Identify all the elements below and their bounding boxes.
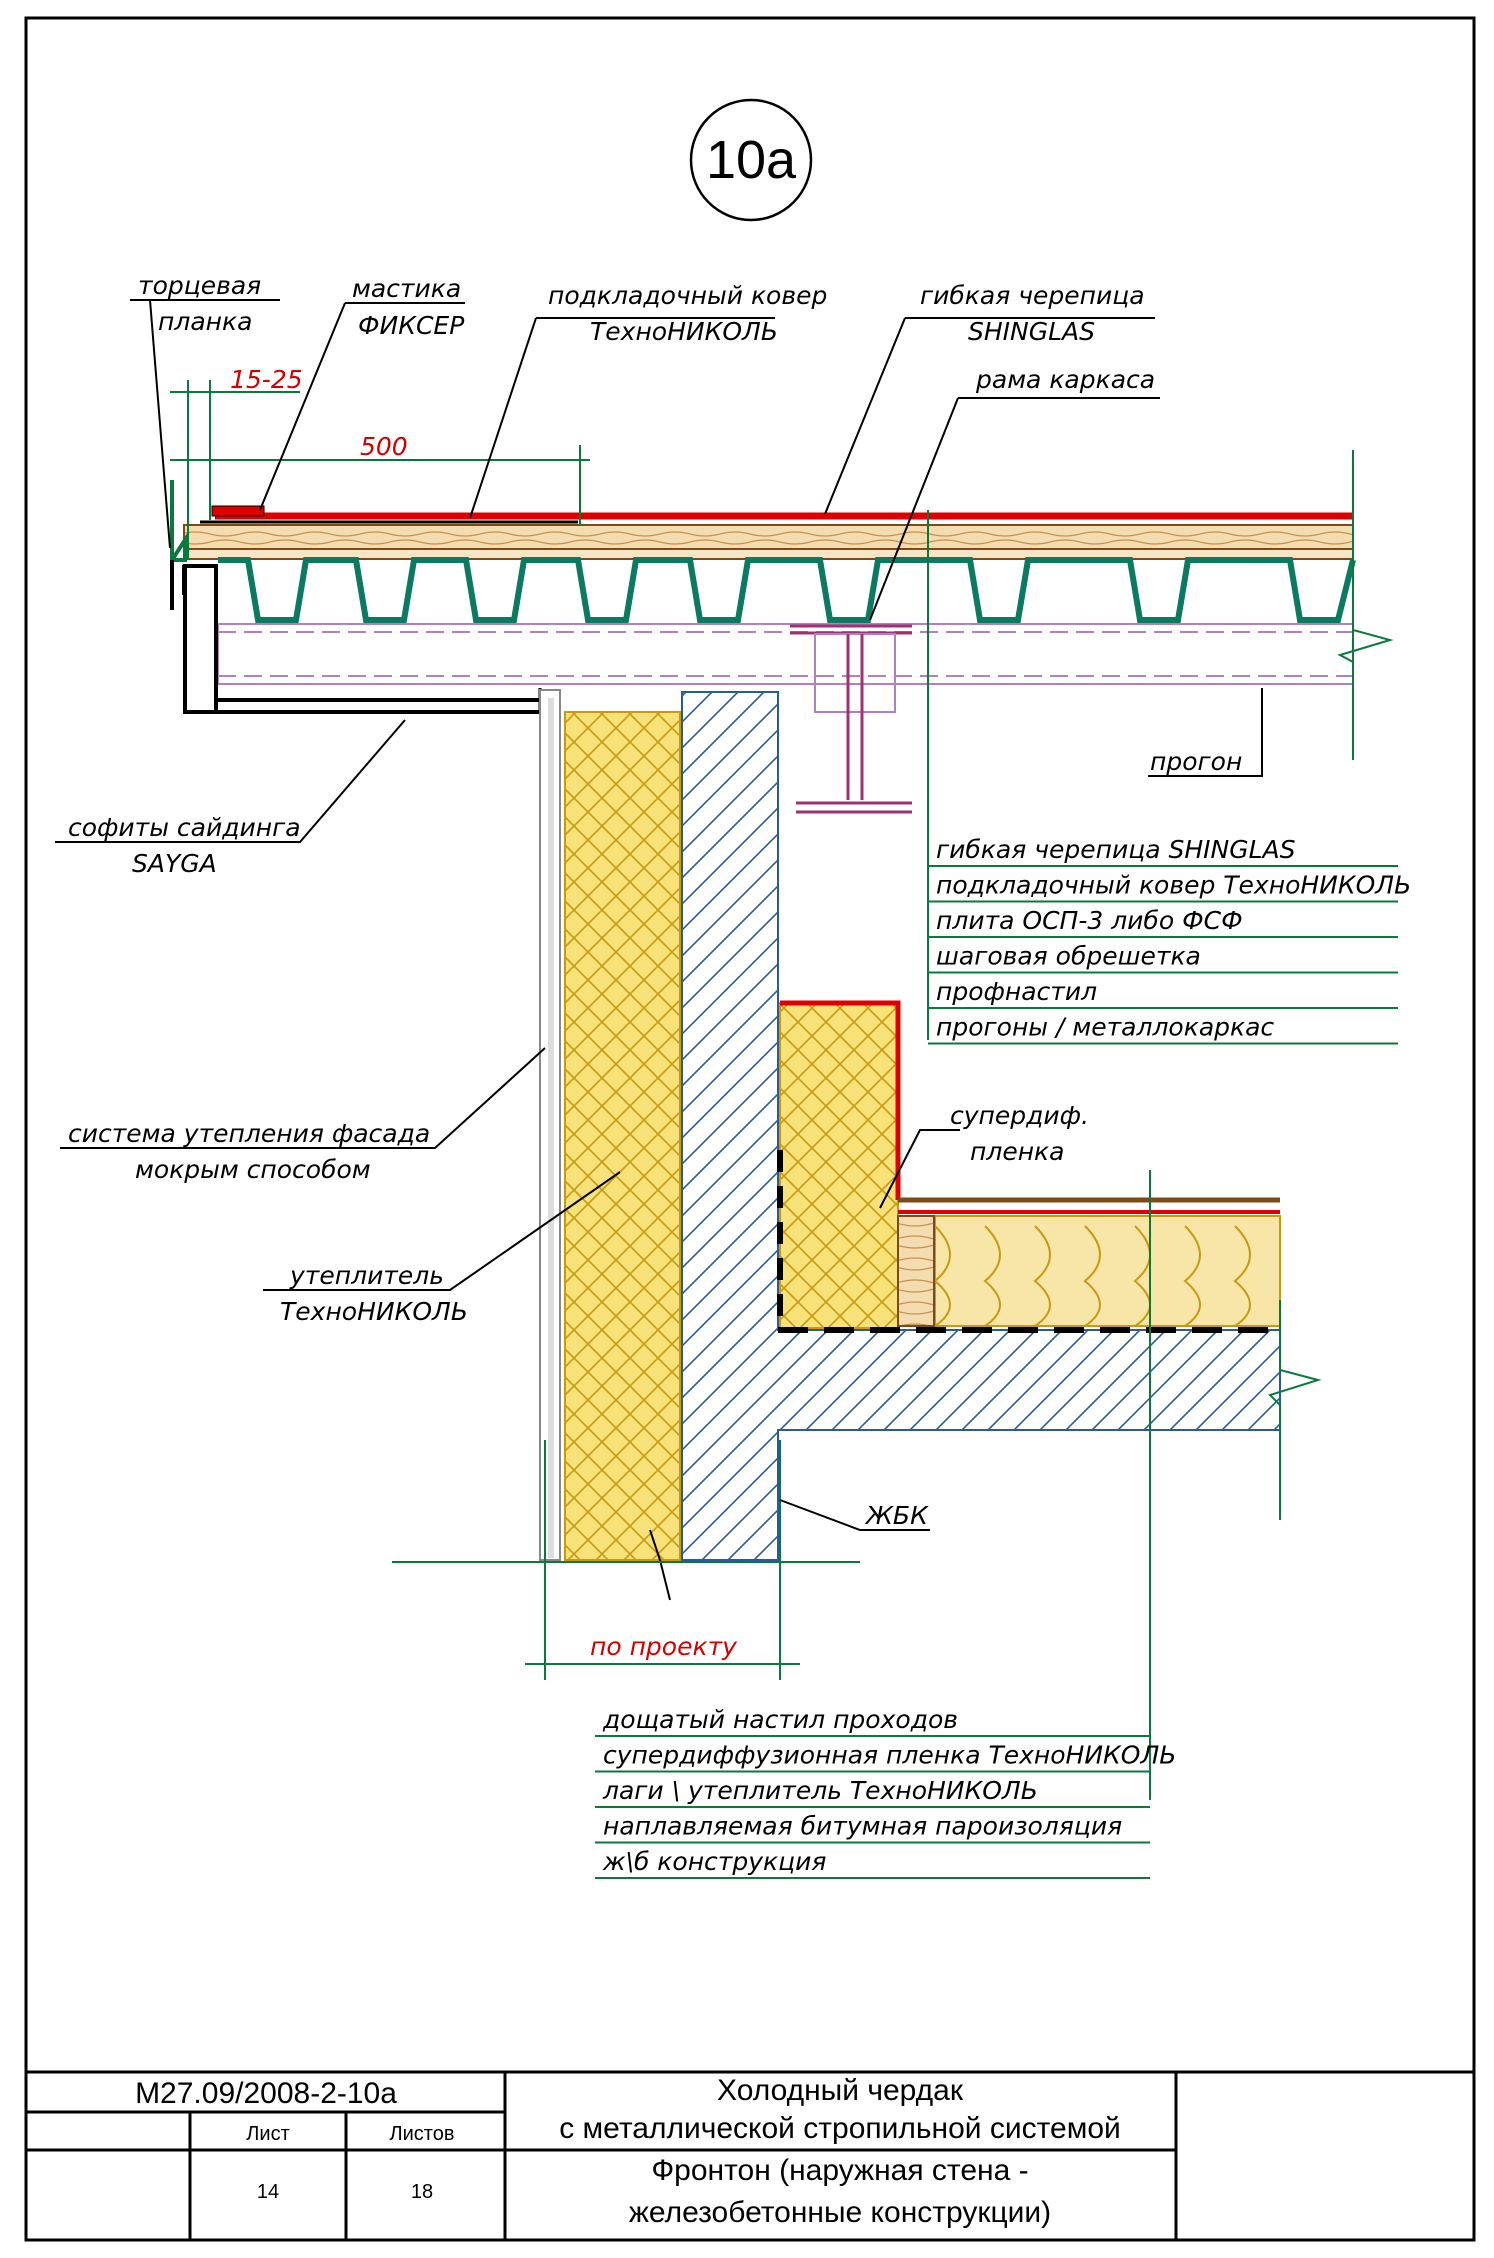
floor-layer-2: супердиффузионная пленка ТехноНИКОЛЬ bbox=[603, 1741, 1176, 1770]
floor-layer-5: ж\б конструкция bbox=[602, 1847, 826, 1876]
dim-overhang: 15-25 bbox=[230, 365, 303, 394]
label-insulation-2: ТехноНИКОЛЬ bbox=[280, 1297, 468, 1326]
label-superdiff-2: пленка bbox=[970, 1137, 1064, 1166]
label-concrete: ЖБК bbox=[864, 1501, 929, 1530]
label-facade-2: мокрым способом bbox=[135, 1155, 371, 1184]
label-shingles-1: гибкая черепица bbox=[920, 281, 1145, 310]
callout-facade-system: система утепления фасада мокрым способом bbox=[68, 1119, 430, 1184]
label-insulation-1: утеплитель bbox=[289, 1261, 444, 1290]
title-line-2: с металлической стропильной системой bbox=[559, 2112, 1121, 2145]
roof-layer-6: прогоны / металлокаркас bbox=[936, 1013, 1274, 1042]
sheets-label: Листов bbox=[390, 2123, 455, 2145]
floor-layers-list: дощатый настил проходов супердиффузионная… bbox=[595, 1705, 1176, 1879]
label-superdiff-1: супердиф. bbox=[950, 1101, 1089, 1130]
label-frame: рама каркаса bbox=[975, 365, 1155, 394]
label-end-strip-2: планка bbox=[158, 307, 252, 336]
title-line-4: железобетонные конструкции) bbox=[629, 2196, 1051, 2229]
floor-layer-1: дощатый настил проходов bbox=[602, 1705, 958, 1734]
sheet-frame bbox=[24, 16, 1476, 2242]
label-shingles-2: SHINGLAS bbox=[968, 317, 1095, 346]
dim-underlay-width: 500 bbox=[360, 432, 408, 461]
callout-insulation: утеплитель ТехноНИКОЛЬ bbox=[280, 1261, 468, 1326]
roof-layer-5: профнастил bbox=[936, 977, 1097, 1006]
label-soffit-2: SAYGA bbox=[132, 849, 217, 878]
roof-section bbox=[170, 450, 1394, 814]
drawing-code: М27.09/2008-2-10а bbox=[135, 2077, 397, 2110]
dimensions bbox=[170, 380, 800, 1680]
roof-layers-list: гибкая черепица SHINGLAS подкладочный ков… bbox=[927, 510, 1411, 1045]
title-line-3: Фронтон (наружная стена - bbox=[651, 2154, 1028, 2187]
dim-thickness: по проекту bbox=[590, 1632, 738, 1661]
frame-i-beam bbox=[790, 624, 912, 814]
callout-end-strip: торцевая планка bbox=[138, 271, 261, 336]
roof-layer-1: гибкая черепица SHINGLAS bbox=[936, 835, 1296, 864]
callout-mastic: мастика ФИКСЕР bbox=[352, 274, 465, 340]
sheet-number: 14 bbox=[257, 2181, 279, 2203]
wall-section bbox=[392, 689, 1322, 1800]
label-facade-1: система утепления фасада bbox=[68, 1119, 430, 1148]
sheet-label: Лист bbox=[246, 2123, 289, 2145]
label-mastic-1: мастика bbox=[352, 274, 461, 303]
roof-layer-4: шаговая обрешетка bbox=[936, 942, 1201, 971]
leader-lines bbox=[55, 299, 1263, 1531]
floor-layer-3: лаги \ утеплитель ТехноНИКОЛЬ bbox=[602, 1776, 1038, 1805]
roof-layer-3: плита ОСП-3 либо ФСФ bbox=[936, 906, 1243, 935]
label-purlin: прогон bbox=[1150, 747, 1242, 776]
label-end-strip-1: торцевая bbox=[138, 271, 261, 300]
label-soffit-1: софиты сайдинга bbox=[68, 813, 301, 842]
roof-layer-2: подкладочный ковер ТехноНИКОЛЬ bbox=[936, 871, 1411, 900]
detail-number: 10a bbox=[706, 130, 797, 190]
label-underlay-2: ТехноНИКОЛЬ bbox=[590, 317, 778, 346]
title-block bbox=[26, 2070, 1474, 2240]
detail-marker: 10a bbox=[689, 98, 813, 222]
callout-soffit: софиты сайдинга SAYGA bbox=[68, 813, 301, 878]
callout-superdiff: супердиф. пленка bbox=[950, 1101, 1089, 1166]
floor-layer-4: наплавляемая битумная пароизоляция bbox=[603, 1812, 1122, 1841]
sheets-total: 18 bbox=[411, 2181, 433, 2203]
label-underlay-1: подкладочный ковер bbox=[548, 281, 827, 310]
title-line-1: Холодный чердак bbox=[717, 2074, 964, 2107]
label-mastic-2: ФИКСЕР bbox=[358, 311, 465, 340]
callout-underlay: подкладочный ковер ТехноНИКОЛЬ bbox=[548, 281, 827, 346]
callout-shingles: гибкая черепица SHINGLAS bbox=[920, 281, 1145, 346]
